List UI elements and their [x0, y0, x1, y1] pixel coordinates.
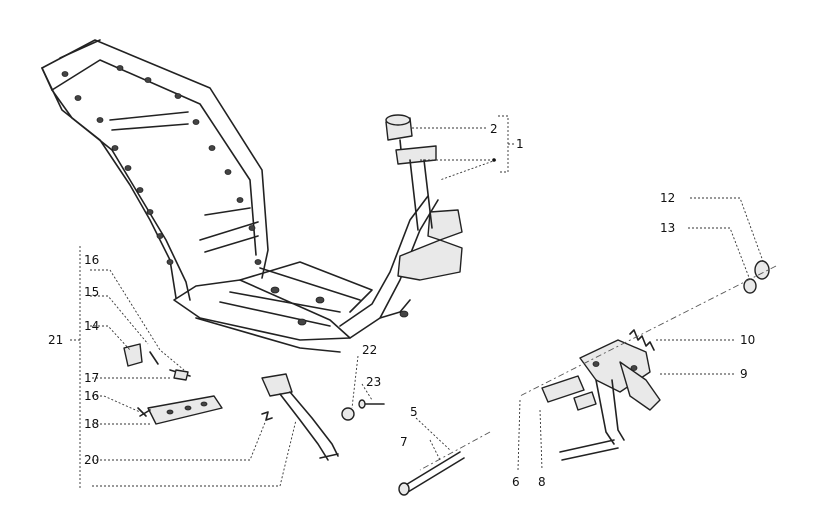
callout-13: 13	[660, 221, 675, 235]
callout-labels: 2 1 12 13 10 9 6 8 5 7 22 23 16 15 14 21…	[48, 122, 755, 489]
bolts	[341, 399, 385, 421]
callout-14: 14	[84, 319, 99, 333]
callout-9: 9	[740, 367, 748, 381]
callout-18: 18	[84, 417, 99, 431]
callout-8: 8	[538, 475, 546, 489]
callout-12: 12	[660, 191, 675, 205]
callout-7: 7	[400, 435, 408, 449]
callout-5: 5	[410, 405, 418, 419]
callout-16-bottom: 16	[84, 389, 99, 403]
callout-2: 2	[490, 122, 498, 136]
centre-stand	[541, 260, 770, 461]
scooter-frame	[41, 39, 463, 353]
callout-6: 6	[512, 475, 520, 489]
stand-pin	[398, 451, 465, 496]
callout-17: 17	[84, 371, 99, 385]
callout-23: 23	[366, 375, 381, 389]
frame-holes	[61, 65, 409, 326]
callout-1: 1	[516, 137, 524, 151]
callout-dot	[492, 158, 496, 162]
callout-22: 22	[362, 343, 377, 357]
callout-21: 21	[48, 333, 63, 347]
callout-10: 10	[740, 333, 755, 347]
steering-tube	[385, 114, 437, 231]
callout-15: 15	[84, 285, 99, 299]
assembly-axes	[419, 265, 777, 471]
leader-lines	[70, 115, 765, 490]
side-stand-kit	[123, 343, 339, 461]
callout-16-top: 16	[84, 253, 99, 267]
callout-20: 20	[84, 453, 99, 467]
